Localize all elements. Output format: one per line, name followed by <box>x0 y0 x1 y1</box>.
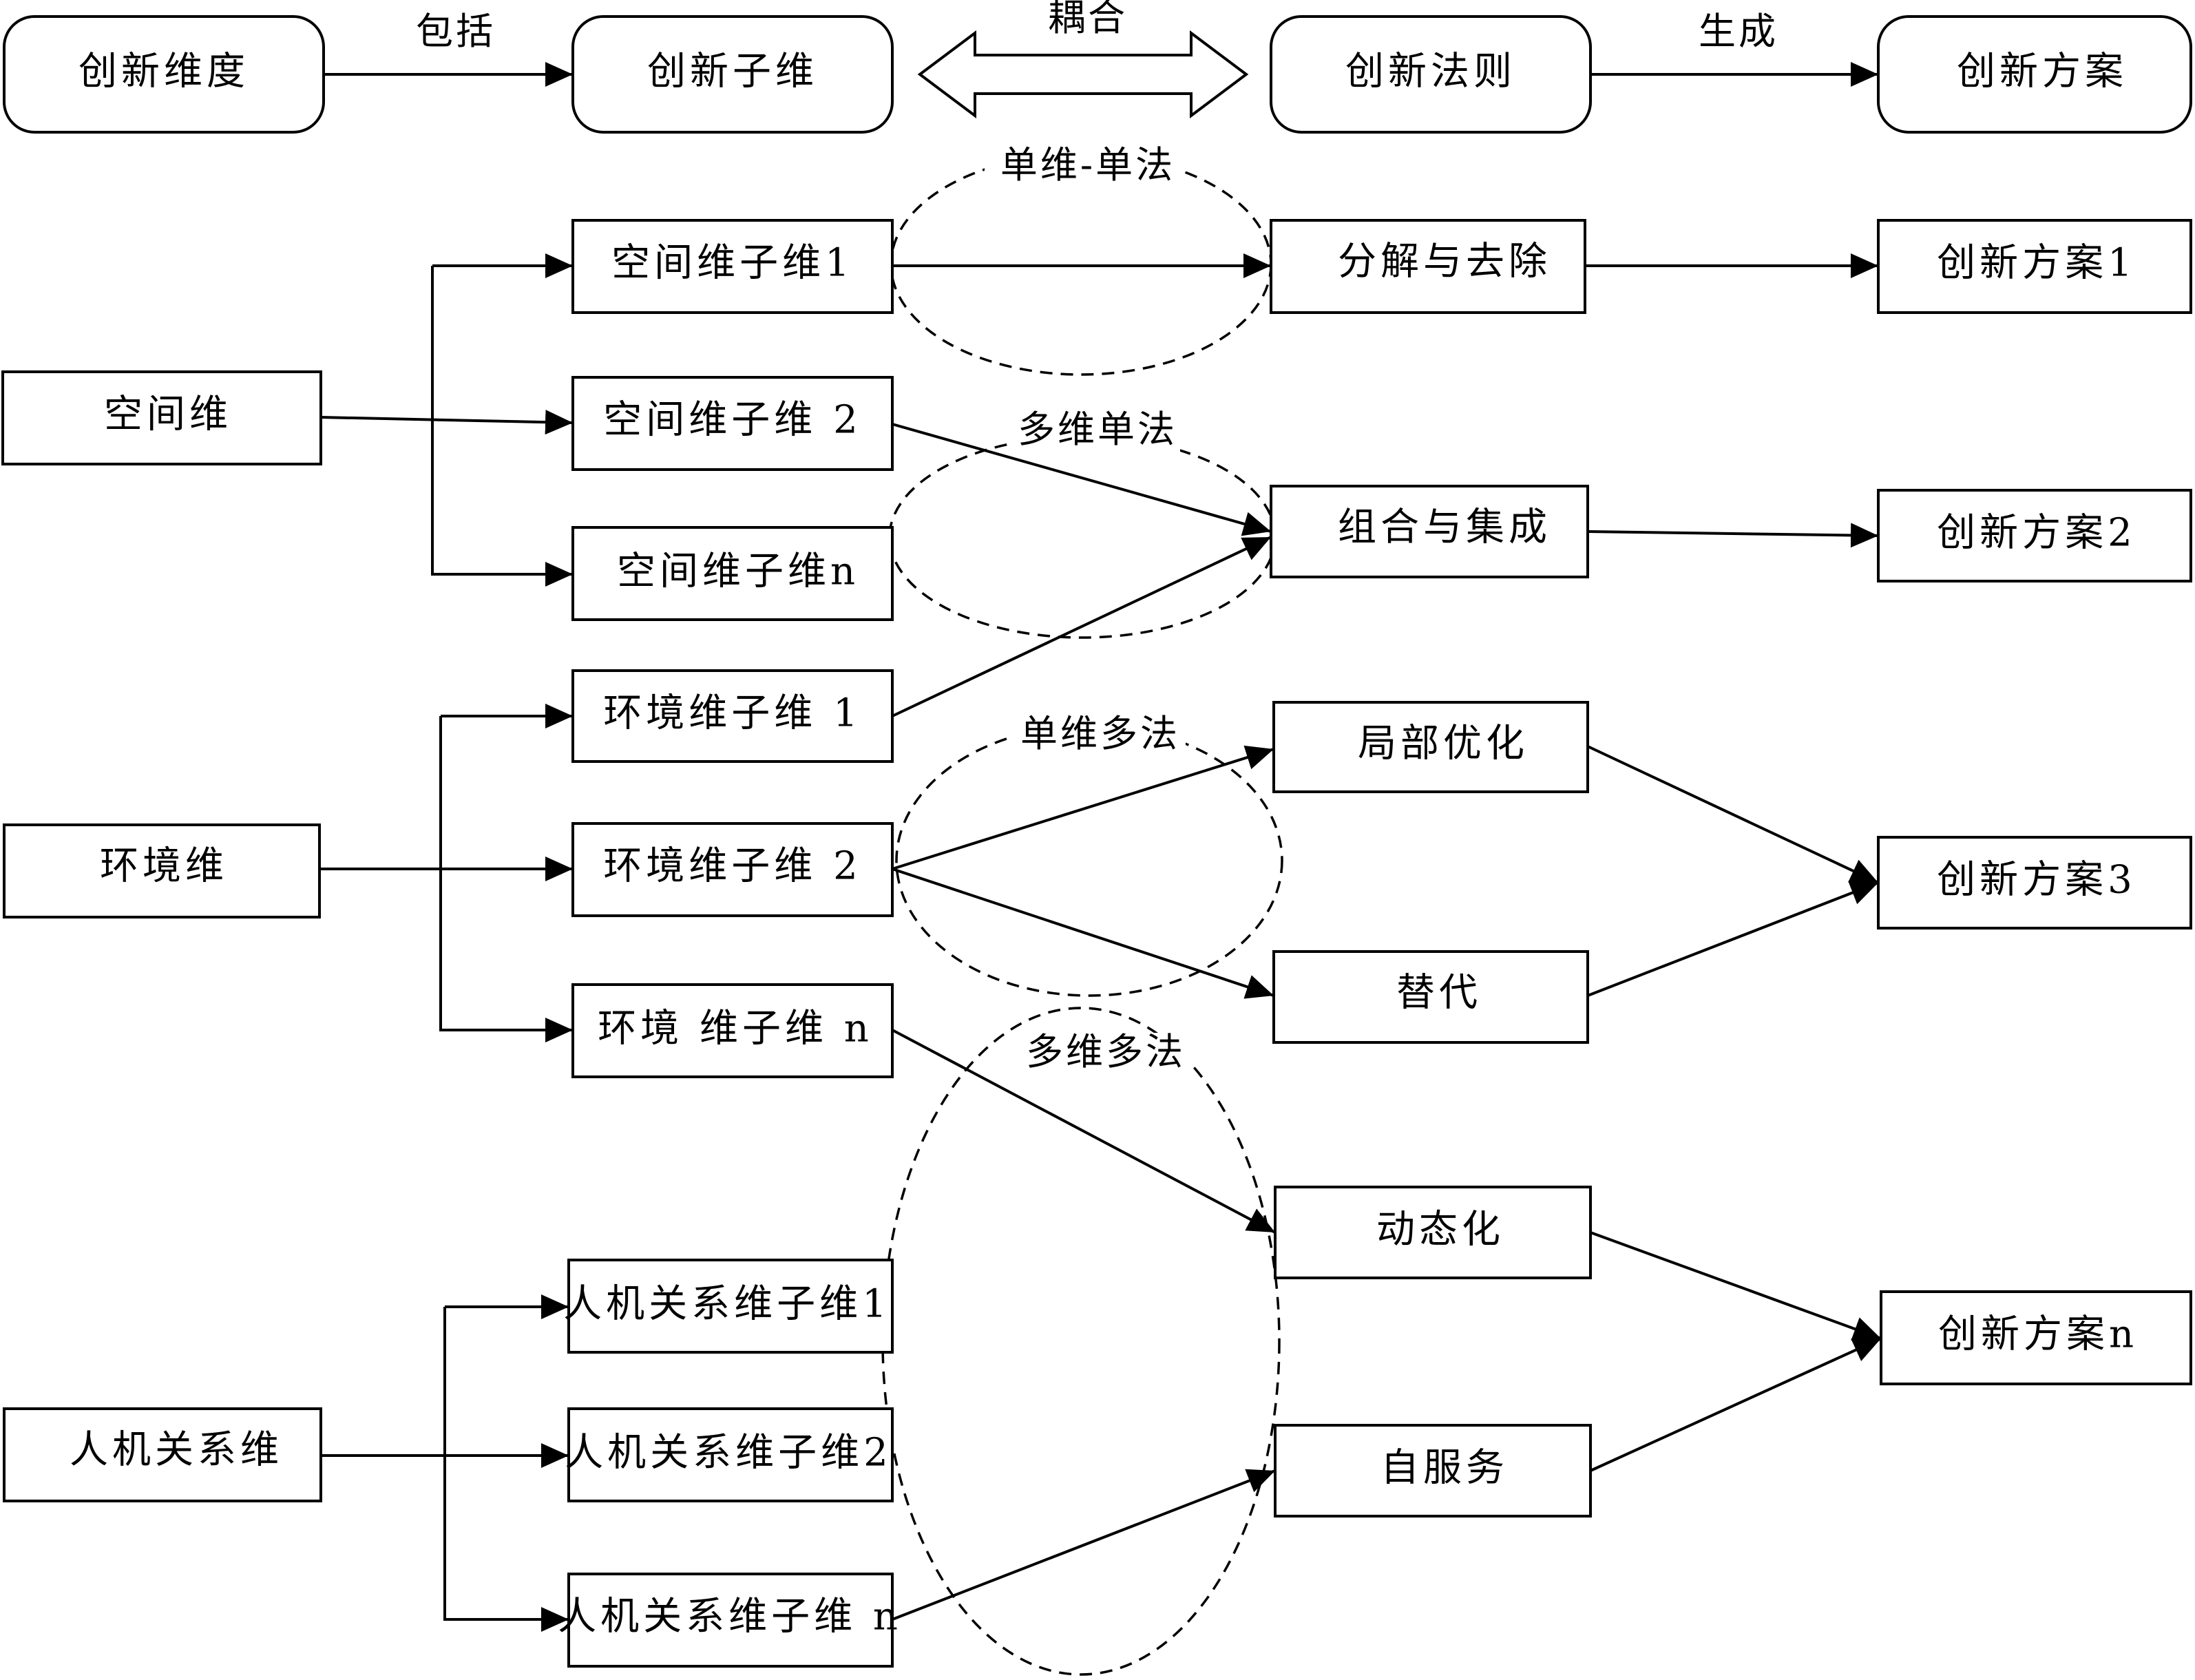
self-service-label: 自服务 <box>1380 1446 1509 1491</box>
coupling-connectors <box>892 253 1276 1621</box>
space-sub2-box <box>571 376 894 471</box>
generate-connectors <box>1585 253 1882 1472</box>
solution-n-box <box>1880 1290 2192 1385</box>
local-opt-box <box>1272 701 1589 793</box>
decompose-label: 分解与去除 <box>1338 240 1551 284</box>
hm-to-subn <box>443 1456 569 1632</box>
env-subn-box <box>571 983 894 1078</box>
coupling-double-arrow <box>917 30 1249 118</box>
dimension-boxes: 空间维 环境维 人机关系维 <box>1 370 322 1502</box>
environment-dimension-label: 环境维 <box>100 844 228 889</box>
env-sub1-box <box>571 669 894 763</box>
env2-to-local-opt <box>892 745 1274 870</box>
space-to-sub2 <box>320 410 574 435</box>
local-opt-to-s3 <box>1587 745 1879 884</box>
solution-2-label: 创新方案2 <box>1937 511 2136 556</box>
combine-label: 组合与集成 <box>1338 505 1551 550</box>
environment-dimension-box <box>3 823 321 918</box>
space-sub1-label: 空间维子维1 <box>611 241 854 286</box>
env-subn-label: 环境 维子维 n <box>598 1007 873 1051</box>
dynamic-to-sn <box>1590 1231 1882 1341</box>
multi-multi-ellipse <box>881 1007 1281 1676</box>
replace-label: 替代 <box>1396 971 1482 1016</box>
solution-3-label: 创新方案3 <box>1937 858 2136 903</box>
self-service-box <box>1274 1424 1592 1518</box>
hm-sub2-label: 人机关系维子维2 <box>565 1431 892 1476</box>
solution-1-label: 创新方案1 <box>1937 241 2136 286</box>
env-sub2-box <box>571 822 894 917</box>
env-sub2-label: 环境维子维 2 <box>603 844 861 889</box>
coupling-label: 耦合 <box>1048 0 1128 39</box>
hmn-to-self-service <box>892 1469 1276 1621</box>
header-row: 创新维度 创新子维 创新法则 创新方案 包括 耦合 生成 <box>3 0 2192 134</box>
self-service-to-sn <box>1590 1337 1882 1472</box>
env-sub1-label: 环境维子维 1 <box>603 691 861 736</box>
hm-sub2-box <box>567 1407 894 1502</box>
human-machine-dimension-label: 人机关系维 <box>70 1428 283 1473</box>
envn-to-dynamic <box>892 1029 1276 1234</box>
multi-single-ellipse <box>888 435 1277 639</box>
space-dimension-box <box>1 370 322 465</box>
dimension-connectors <box>319 266 574 1632</box>
header-principle-label: 创新法则 <box>1345 50 1516 94</box>
hm-to-sub1 <box>443 1307 569 1456</box>
env1-to-combine <box>892 536 1272 717</box>
multi-multi-label: 多维多法 <box>1026 1030 1186 1073</box>
solution-2-box <box>1877 489 2192 582</box>
multi-single-label: 多维单法 <box>1018 408 1177 451</box>
hm-subn-label: 人机关系维子维 n <box>558 1595 902 1639</box>
solution-boxes: 创新方案1 创新方案2 创新方案3 创新方案n <box>1877 219 2192 1385</box>
local-opt-label: 局部优化 <box>1358 722 1529 766</box>
coupling-ellipses: 单维-单法 多维单法 单维多法 多维多法 <box>881 143 1283 1676</box>
single-multi-label: 单维多法 <box>1020 712 1180 755</box>
replace-box <box>1272 950 1589 1044</box>
combine-to-s2 <box>1587 523 1879 548</box>
subdimension-boxes: 空间维子维1 空间维子维 2 空间维子维n 环境维子维 1 环境维子维 2 环境… <box>558 219 902 1668</box>
space-dimension-label: 空间维 <box>104 392 232 437</box>
single-multi-ellipse <box>895 724 1283 997</box>
human-machine-dimension-box <box>3 1407 322 1502</box>
header-dimension-label: 创新维度 <box>78 50 249 94</box>
space2-to-combine <box>892 423 1272 536</box>
dynamic-label: 动态化 <box>1376 1208 1504 1252</box>
generate-label: 生成 <box>1699 10 1778 53</box>
solution-1-box <box>1877 219 2192 314</box>
space-sub1-box <box>571 219 894 314</box>
dynamic-box <box>1274 1186 1592 1279</box>
header-solution-label: 创新方案 <box>1957 50 2128 94</box>
single-single-label: 单维-单法 <box>1000 143 1175 187</box>
space-subn-label: 空间维子维n <box>617 549 859 594</box>
replace-to-s3 <box>1587 881 1879 997</box>
space-to-sub1 <box>431 266 573 417</box>
solution-3-box <box>1877 836 2192 930</box>
hm-sub1-label: 人机关系维子维1 <box>563 1282 891 1327</box>
hm-subn-box <box>567 1573 894 1668</box>
space-subn-box <box>571 526 894 621</box>
space-sub2-label: 空间维子维 2 <box>603 398 861 443</box>
env2-to-replace <box>892 868 1274 999</box>
header-subdimension-label: 创新子维 <box>647 50 818 94</box>
space-to-subn <box>431 417 573 587</box>
decompose-box <box>1270 219 1586 314</box>
solution-n-label: 创新方案n <box>1938 1312 2138 1357</box>
env-to-subn <box>439 869 573 1042</box>
env-to-sub1 <box>439 716 573 869</box>
include-label: 包括 <box>416 10 496 53</box>
hm-sub1-box <box>567 1259 894 1354</box>
principle-boxes: 分解与去除 组合与集成 局部优化 替代 动态化 自服务 <box>1270 219 1592 1518</box>
combine-box <box>1270 485 1589 578</box>
